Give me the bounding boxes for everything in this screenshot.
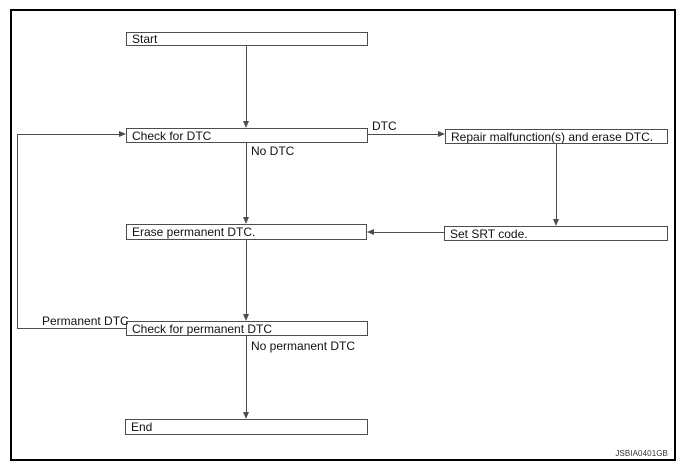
connector-erase-permanent-to-check-permanent (246, 240, 247, 314)
connector-start-to-check-dtc (246, 46, 247, 122)
edge-label-no-dtc: No DTC (251, 144, 295, 158)
edge-label-permanent-dtc: Permanent DTC (42, 314, 129, 328)
node-check-permanent-dtc: Check for permanent DTC (126, 321, 368, 336)
node-set-srt-code: Set SRT code. (444, 226, 668, 241)
arrowhead-right-icon (438, 131, 445, 137)
node-start: Start (126, 32, 368, 46)
connector-permanent-loop-top (17, 134, 119, 135)
arrowhead-left-icon (367, 229, 374, 235)
diagram-frame (10, 9, 676, 461)
connector-permanent-loop-bottom (17, 328, 126, 329)
arrowhead-right-icon (119, 131, 126, 137)
connector-permanent-loop-vertical (17, 134, 18, 329)
connector-check-permanent-to-end (246, 336, 247, 412)
arrowhead-down-icon (243, 314, 249, 321)
figure-id-label: JSBIA0401GB (615, 449, 668, 458)
connector-check-dtc-to-erase-permanent (246, 143, 247, 217)
edge-label-dtc: DTC (372, 119, 397, 133)
node-check-dtc: Check for DTC (126, 128, 368, 143)
connector-repair-to-set-srt (556, 144, 557, 219)
edge-label-no-permanent-dtc: No permanent DTC (251, 339, 356, 353)
arrowhead-down-icon (243, 412, 249, 419)
node-repair-erase-dtc: Repair malfunction(s) and erase DTC. (445, 129, 668, 144)
arrowhead-down-icon (553, 219, 559, 226)
arrowhead-down-icon (243, 121, 249, 128)
connector-set-srt-to-erase-permanent (374, 232, 444, 233)
node-end: End (125, 419, 368, 435)
connector-check-dtc-to-repair (368, 134, 438, 135)
arrowhead-down-icon (243, 217, 249, 224)
node-erase-permanent-dtc: Erase permanent DTC. (126, 224, 367, 240)
